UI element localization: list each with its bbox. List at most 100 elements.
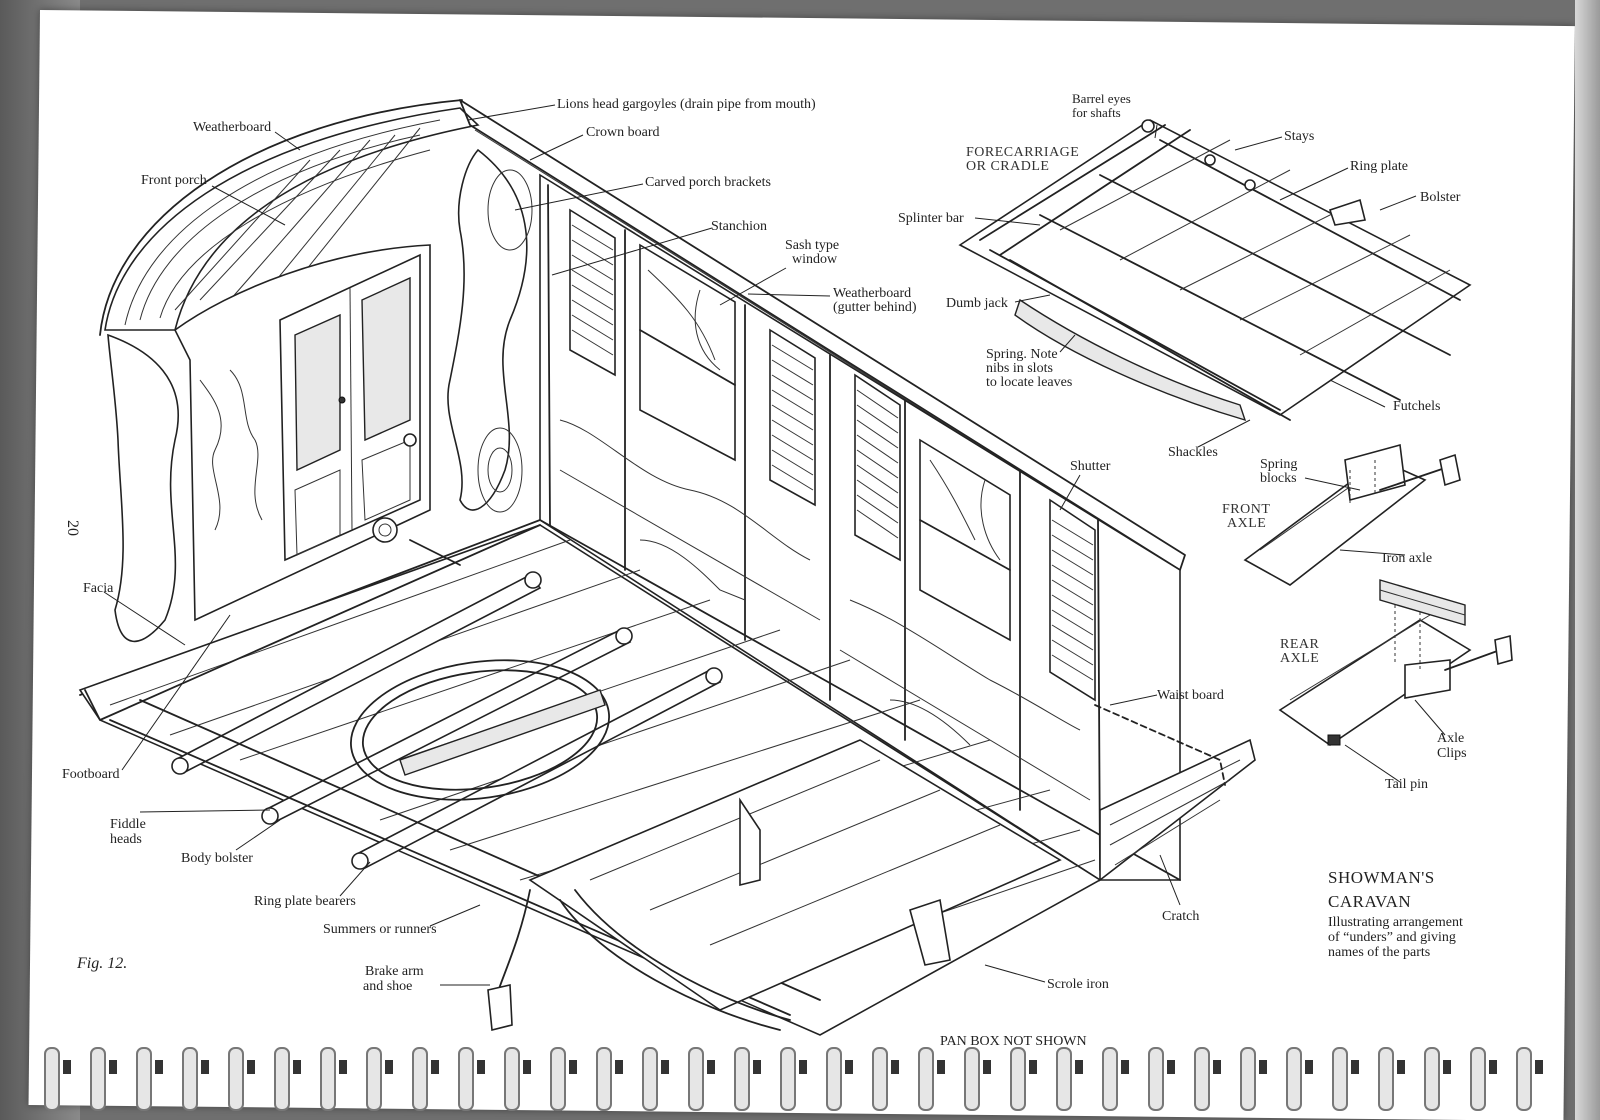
binding-hole: [155, 1060, 163, 1074]
stanchions: [547, 184, 1101, 871]
label-axle-clips-1: Axle: [1437, 731, 1464, 746]
label-cratch: Cratch: [1162, 909, 1199, 924]
binding-ring: [504, 1047, 520, 1111]
binding-hole: [1167, 1060, 1175, 1074]
binding-ring: [366, 1047, 382, 1111]
binding-hole: [799, 1060, 807, 1074]
cratch: [1099, 738, 1256, 882]
label-forecarriage-2: OR CRADLE: [966, 159, 1049, 174]
label-spring-note-3: to locate leaves: [986, 375, 1072, 390]
binding-ring: [1332, 1047, 1348, 1111]
binding-ring: [1194, 1047, 1210, 1111]
label-weatherboard-gutter-2: (gutter behind): [833, 300, 917, 315]
binding-hole: [1397, 1060, 1405, 1074]
sash-windows: [639, 243, 1011, 642]
label-tail-pin: Tail pin: [1385, 777, 1428, 792]
binding-ring: [688, 1047, 704, 1111]
label-body-bolster: Body bolster: [181, 851, 253, 866]
binding-ring: [872, 1047, 888, 1111]
binding-ring: [1286, 1047, 1302, 1111]
binding-ring: [826, 1047, 842, 1111]
binding-hole: [891, 1060, 899, 1074]
label-shackles: Shackles: [1168, 445, 1218, 460]
label-sash-window-1: Sash type: [785, 238, 839, 253]
weatherboard-roof-edge: [99, 99, 463, 336]
label-carved-porch-brackets: Carved porch brackets: [645, 175, 771, 190]
binding-hole: [615, 1060, 623, 1074]
label-summers: Summers or runners: [323, 922, 437, 937]
figure-label: Fig. 12.: [76, 955, 127, 972]
binding-hole: [1029, 1060, 1037, 1074]
label-rear-axle-2: AXLE: [1280, 651, 1319, 666]
binding-hole: [845, 1060, 853, 1074]
binding-hole: [1489, 1060, 1497, 1074]
front-porch-boards: [124, 119, 441, 326]
binding-ring: [1056, 1047, 1072, 1111]
page-edge: [1575, 0, 1600, 1120]
binding-ring: [458, 1047, 474, 1111]
footer-note: PAN BOX NOT SHOWN: [940, 1034, 1087, 1049]
binding-hole: [937, 1060, 945, 1074]
rear-axle-illustration: [1278, 579, 1513, 746]
binding-ring: [1240, 1047, 1256, 1111]
binding-hole: [63, 1060, 71, 1074]
label-brake-arm-2: and shoe: [363, 979, 412, 994]
label-spring-blocks-1: Spring: [1260, 457, 1297, 472]
page-number: 20: [64, 520, 81, 536]
waist-board-carving: [559, 419, 1091, 801]
label-weatherboard: Weatherboard: [193, 120, 271, 135]
binding-ring: [228, 1047, 244, 1111]
label-fiddle-heads-1: Fiddle: [110, 817, 146, 832]
label-forecarriage-1: FORECARRIAGE: [966, 145, 1079, 160]
binding-hole: [1351, 1060, 1359, 1074]
shutter-panels: [569, 208, 1096, 702]
binding-hole: [339, 1060, 347, 1074]
binding-hole: [385, 1060, 393, 1074]
binding-ring: [1010, 1047, 1026, 1111]
label-footboard: Footboard: [62, 767, 120, 782]
label-stanchion: Stanchion: [711, 219, 767, 234]
label-shutter: Shutter: [1070, 459, 1111, 474]
leader-lines: [103, 104, 1446, 986]
label-barrel-eyes-1: Barrel eyes: [1072, 91, 1131, 106]
binding-ring: [136, 1047, 152, 1111]
label-crown-board: Crown board: [586, 125, 660, 140]
porch-bracket-left: [107, 333, 180, 643]
front-axle-illustration: [1243, 443, 1461, 586]
binding-ring: [44, 1047, 60, 1111]
label-splinter-bar: Splinter bar: [898, 211, 964, 226]
label-weatherboard-gutter-1: Weatherboard: [833, 286, 911, 301]
label-front-porch: Front porch: [141, 173, 207, 188]
label-spring-note-1: Spring. Note: [986, 347, 1058, 362]
subtitle-line-1: Illustrating arrangement: [1328, 915, 1463, 930]
binding-ring: [412, 1047, 428, 1111]
binding-ring: [918, 1047, 934, 1111]
label-axle-clips-2: Clips: [1437, 746, 1467, 761]
spiral-binding: [44, 1047, 1543, 1111]
binding-hole: [293, 1060, 301, 1074]
label-spring-note-2: nibs in slots: [986, 361, 1053, 376]
binding-ring: [1378, 1047, 1394, 1111]
binding-hole: [477, 1060, 485, 1074]
subtitle-line-3: names of the parts: [1328, 945, 1430, 960]
front-porch-roof: [104, 107, 480, 331]
binding-ring: [1516, 1047, 1532, 1111]
label-spring-blocks-2: blocks: [1260, 471, 1297, 486]
rear-carriage: [528, 739, 1062, 1031]
binding-hole: [661, 1060, 669, 1074]
label-ring-plate-bearers: Ring plate bearers: [254, 894, 356, 909]
label-fiddle-heads-2: heads: [110, 832, 142, 847]
binding-ring: [182, 1047, 198, 1111]
binding-ring: [1424, 1047, 1440, 1111]
label-brake-arm-1: Brake arm: [365, 964, 424, 979]
binding-ring: [642, 1047, 658, 1111]
title-line-2: CARAVAN: [1328, 892, 1411, 911]
label-facia: Facia: [83, 581, 114, 596]
binding-hole: [523, 1060, 531, 1074]
label-lions-head: Lions head gargoyles (drain pipe from mo…: [557, 97, 816, 112]
binding-ring: [550, 1047, 566, 1111]
binding-hole: [707, 1060, 715, 1074]
label-front-axle-2: AXLE: [1227, 516, 1266, 531]
binding-ring: [90, 1047, 106, 1111]
